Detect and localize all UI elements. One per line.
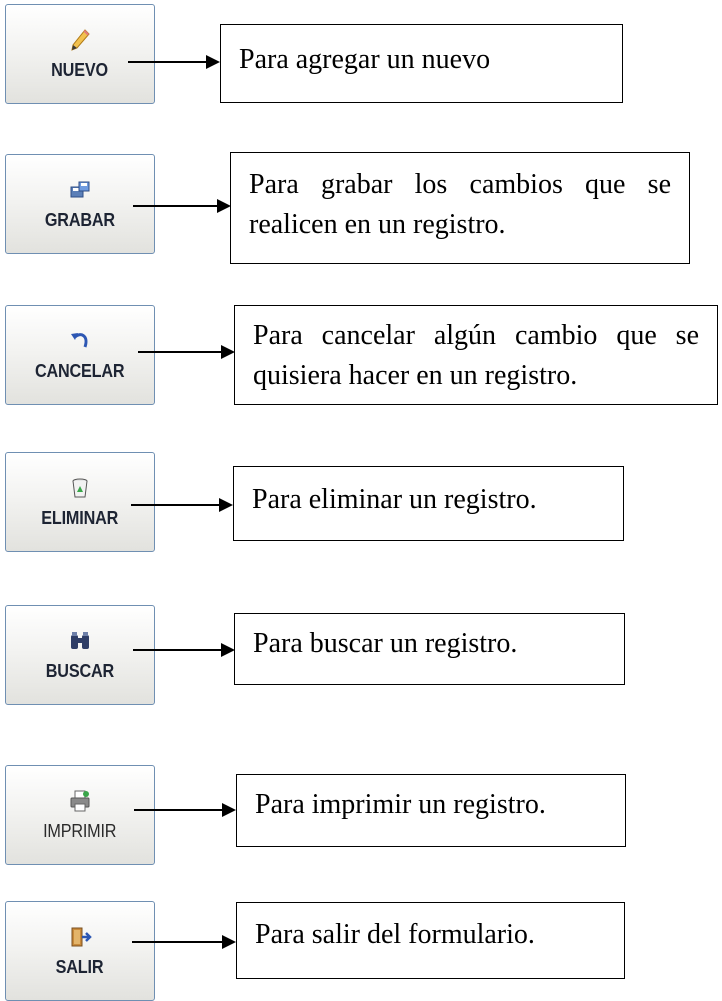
imprimir-button[interactable]: IMPRIMIR — [5, 765, 155, 865]
grabar-button-label: GRABAR — [44, 209, 116, 230]
salir-button[interactable]: SALIR — [5, 901, 155, 1001]
nuevo-button-label: NUEVO — [51, 59, 109, 80]
exit-door-icon — [68, 925, 92, 949]
arrow-right-icon — [134, 803, 236, 817]
buscar-description: Para buscar un registro. — [234, 613, 625, 685]
cancelar-description: Para cancelar algún cambio que se quisie… — [234, 305, 718, 405]
salir-description: Para salir del formulario. — [236, 902, 625, 979]
save-icon — [68, 178, 92, 202]
printer-icon — [68, 789, 92, 813]
imprimir-button-label: IMPRIMIR — [43, 820, 117, 841]
arrow-right-icon — [132, 935, 236, 949]
imprimir-description: Para imprimir un registro. — [236, 774, 626, 847]
buscar-button-label: BUSCAR — [45, 660, 115, 681]
salir-button-label: SALIR — [56, 956, 104, 977]
cancelar-button[interactable]: CANCELAR — [5, 305, 155, 405]
eliminar-button[interactable]: ELIMINAR — [5, 452, 155, 552]
arrow-right-icon — [128, 55, 220, 69]
eliminar-description: Para eliminar un registro. — [233, 466, 624, 541]
binoculars-icon — [68, 629, 92, 653]
pencil-icon — [68, 28, 92, 52]
arrow-right-icon — [133, 199, 231, 213]
buscar-button[interactable]: BUSCAR — [5, 605, 155, 705]
cancelar-button-label: CANCELAR — [35, 360, 125, 381]
arrow-right-icon — [138, 345, 235, 359]
nuevo-description: Para agregar un nuevo — [220, 24, 623, 103]
grabar-description: Para grabar los cambios que se realicen … — [230, 152, 690, 264]
undo-icon — [68, 329, 92, 353]
eliminar-button-label: ELIMINAR — [41, 507, 119, 528]
arrow-right-icon — [131, 498, 233, 512]
arrow-right-icon — [133, 643, 235, 657]
trash-icon — [68, 476, 92, 500]
grabar-button[interactable]: GRABAR — [5, 154, 155, 254]
nuevo-button[interactable]: NUEVO — [5, 4, 155, 104]
